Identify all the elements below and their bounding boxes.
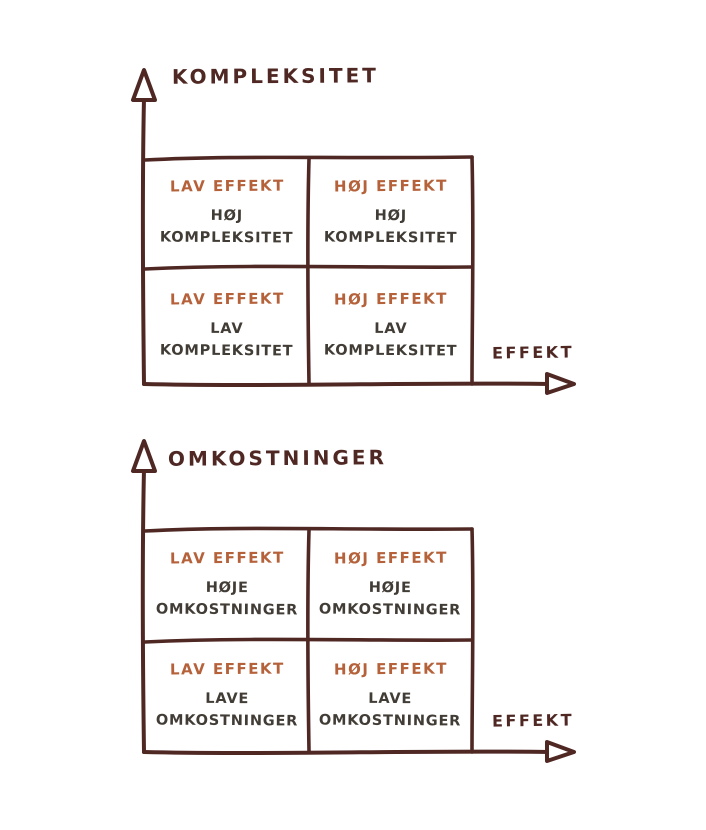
effect-label: HØJ EFFEKT (333, 548, 448, 568)
diagram1-x-axis-title: EFFEKT (491, 342, 575, 363)
effect-label: LAV EFFEKT (169, 289, 285, 309)
value-label: LAV KOMPLEKSITET (323, 320, 458, 359)
value-label: HØJE OMKOSTNINGER (319, 579, 462, 618)
value-label: HØJ KOMPLEKSITET (323, 207, 458, 246)
value-label: LAVE OMKOSTNINGER (319, 691, 462, 730)
diagram2-quadrant-bottom-left: LAV EFFEKT LAVE OMKOSTNINGER (146, 641, 308, 752)
diagram2-quadrant-top-left: LAV EFFEKT HØJE OMKOSTNINGER (146, 529, 308, 641)
diagram2-x-axis (142, 740, 576, 763)
diagram1-matrix-grid (143, 155, 475, 386)
diagram1-quadrant-bottom-left: LAV EFFEKT LAV KOMPLEKSITET (146, 268, 308, 384)
diagram2-x-axis-arrow-icon (545, 740, 576, 763)
diagram1-x-axis-arrow-icon (545, 372, 576, 395)
diagram1-y-axis-title: KOMPLEKSITET (171, 63, 379, 89)
value-label: HØJE OMKOSTNINGER (155, 579, 299, 618)
value-label: HØJ KOMPLEKSITET (160, 207, 294, 246)
diagram1-quadrant-top-right: HØJ EFFEKT HØJ KOMPLEKSITET (309, 158, 472, 268)
diagram2-y-axis (131, 439, 157, 754)
diagram2-matrix-grid (143, 526, 475, 754)
diagram2-x-axis-title: EFFEKT (491, 710, 575, 731)
effect-label: LAV EFFEKT (169, 659, 285, 679)
diagram2-quadrant-top-right: HØJ EFFEKT HØJE OMKOSTNINGER (309, 529, 472, 641)
effect-label: HØJ EFFEKT (333, 659, 448, 679)
value-label: LAVE OMKOSTNINGER (155, 691, 299, 730)
diagram1-quadrant-bottom-right: HØJ EFFEKT LAV KOMPLEKSITET (309, 268, 472, 384)
diagram1-quadrant-top-left: LAV EFFEKT HØJ KOMPLEKSITET (146, 158, 308, 268)
diagram1-x-axis (142, 372, 576, 395)
diagram2-y-axis-title: OMKOSTNINGER (167, 445, 388, 471)
effect-label: LAV EFFEKT (169, 176, 285, 196)
diagram2-quadrant-bottom-right: HØJ EFFEKT LAVE OMKOSTNINGER (309, 641, 472, 752)
effect-label: HØJ EFFEKT (333, 289, 448, 309)
effect-label: LAV EFFEKT (169, 548, 285, 568)
effect-label: HØJ EFFEKT (333, 176, 448, 196)
diagram1-y-axis-arrow-icon (131, 68, 157, 102)
diagram1-y-axis (131, 68, 157, 386)
value-label: LAV KOMPLEKSITET (160, 320, 294, 359)
diagram2-y-axis-arrow-icon (131, 439, 157, 473)
